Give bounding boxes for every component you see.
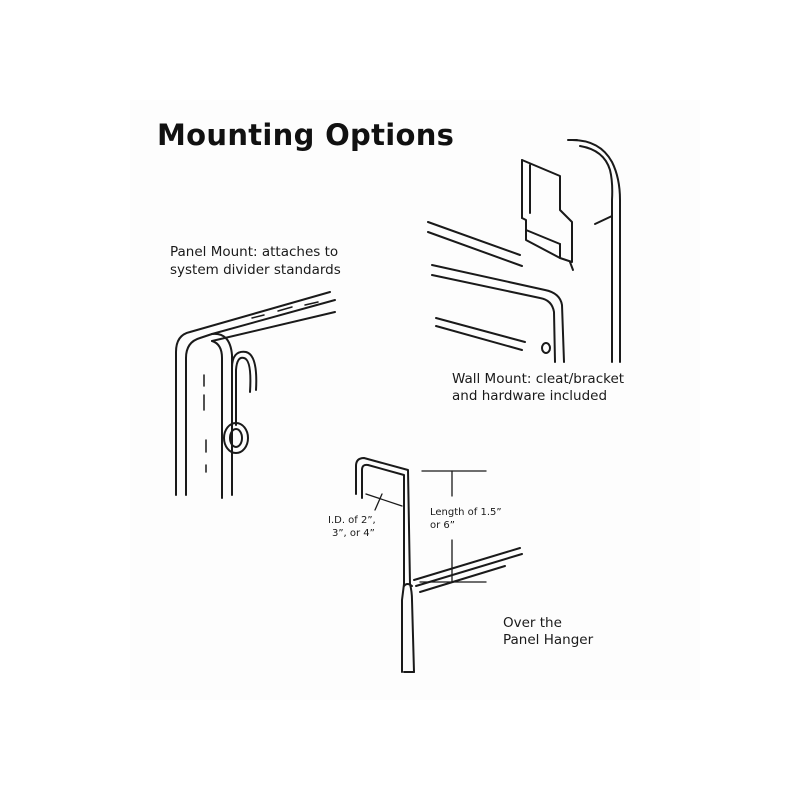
diagram-sheet — [130, 100, 700, 700]
inner-diameter-label-line1: I.D. of 2”, — [328, 515, 376, 526]
panel-mount-label-line2: system divider standards — [170, 262, 341, 278]
over-panel-label-line1: Over the — [503, 615, 562, 631]
wall-mount-label-line1: Wall Mount: cleat/bracket — [452, 371, 625, 387]
over-panel-label-line2: Panel Hanger — [503, 632, 594, 648]
panel-mount-label-line1: Panel Mount: attaches to — [170, 244, 339, 260]
page-title: Mounting Options — [157, 118, 455, 152]
wall-mount-label-line2: and hardware included — [452, 388, 608, 404]
length-label-line2: or 6” — [430, 520, 455, 531]
wall-cleat-illustration — [427, 139, 621, 363]
panel-hook-illustration — [175, 291, 336, 499]
over-panel-hanger-illustration — [355, 457, 523, 673]
inner-diameter-label-line2: 3”, or 4” — [332, 528, 375, 539]
length-label-line1: Length of 1.5” — [430, 507, 502, 518]
